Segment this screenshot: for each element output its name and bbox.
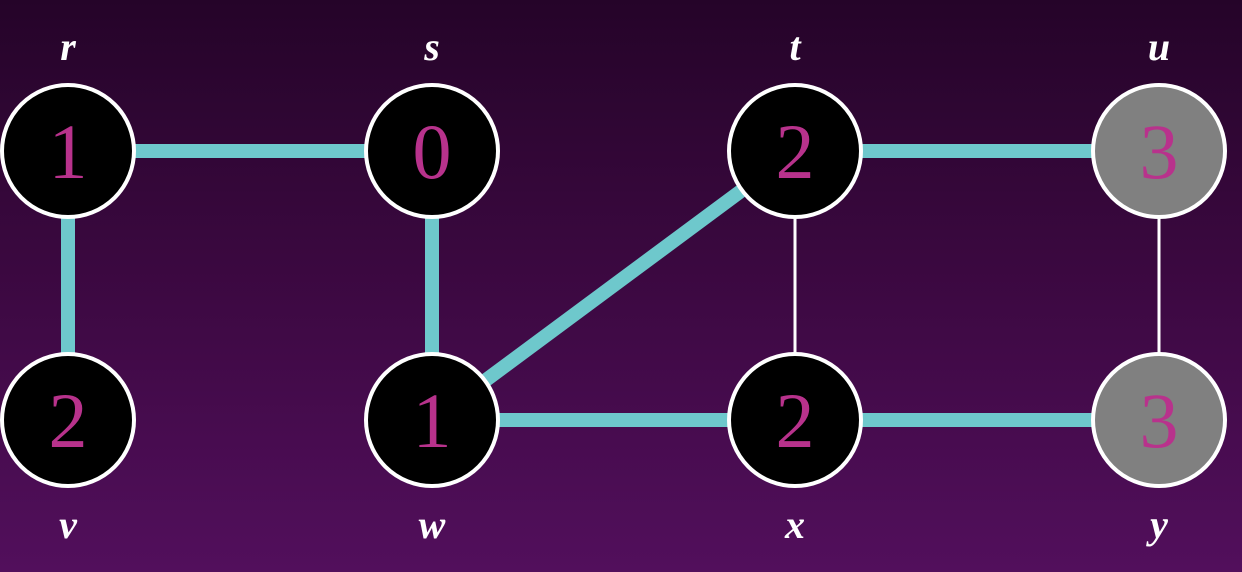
vertex-r-distance: 1 — [49, 108, 88, 195]
vertex-x-distance: 2 — [776, 377, 815, 464]
vertex-s-label: s — [423, 24, 440, 69]
edges-layer — [61, 144, 1161, 427]
vertex-x-label: x — [784, 502, 805, 547]
vertex-v-circle — [0, 352, 136, 488]
edge-w-t-tree — [427, 145, 800, 426]
vertex-t-distance: 2 — [776, 108, 815, 195]
vertex-u-circle — [1091, 83, 1227, 219]
vertex-x-circle — [727, 352, 863, 488]
vertex-w: 1w — [364, 352, 500, 547]
vertex-t-circle — [727, 83, 863, 219]
vertex-u: 3u — [1091, 24, 1227, 219]
vertex-r-circle — [0, 83, 136, 219]
vertex-w-label: w — [419, 502, 446, 547]
vertex-u-distance: 3 — [1140, 108, 1179, 195]
vertex-y: 3y — [1091, 352, 1227, 547]
vertex-y-distance: 3 — [1140, 377, 1179, 464]
vertex-w-distance: 1 — [413, 377, 452, 464]
vertex-v-distance: 2 — [49, 377, 88, 464]
vertex-r: 1r — [0, 24, 136, 219]
vertex-s: 0s — [364, 24, 500, 219]
vertex-t-label: t — [789, 24, 802, 69]
vertex-w-circle — [364, 352, 500, 488]
vertex-s-circle — [364, 83, 500, 219]
vertex-s-distance: 0 — [413, 108, 452, 195]
vertex-t: 2t — [727, 24, 863, 219]
vertex-r-label: r — [60, 24, 76, 69]
vertex-x: 2x — [727, 352, 863, 547]
vertex-y-label: y — [1146, 502, 1168, 547]
vertex-u-label: u — [1148, 24, 1170, 69]
vertex-v: 2v — [0, 352, 136, 547]
vertex-v-label: v — [59, 502, 78, 547]
vertex-y-circle — [1091, 352, 1227, 488]
